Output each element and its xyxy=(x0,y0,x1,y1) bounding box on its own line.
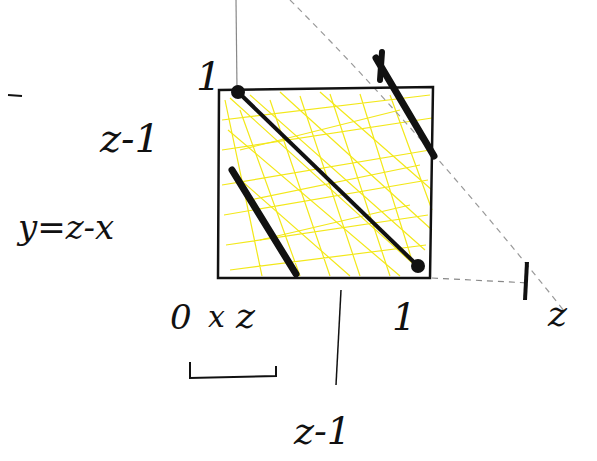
sketch-label: z-1 xyxy=(294,412,351,450)
sketch-label: 1 xyxy=(196,56,221,96)
sketch-label: z xyxy=(548,296,567,332)
sketch-label: y=z-x xyxy=(18,210,114,244)
sketch-label: z xyxy=(236,298,255,334)
sketch-label: z-1 xyxy=(100,118,160,158)
sketch-label: 1 xyxy=(392,298,416,336)
sketch-label: 0 xyxy=(170,300,192,334)
sketch-label: x xyxy=(208,302,225,332)
